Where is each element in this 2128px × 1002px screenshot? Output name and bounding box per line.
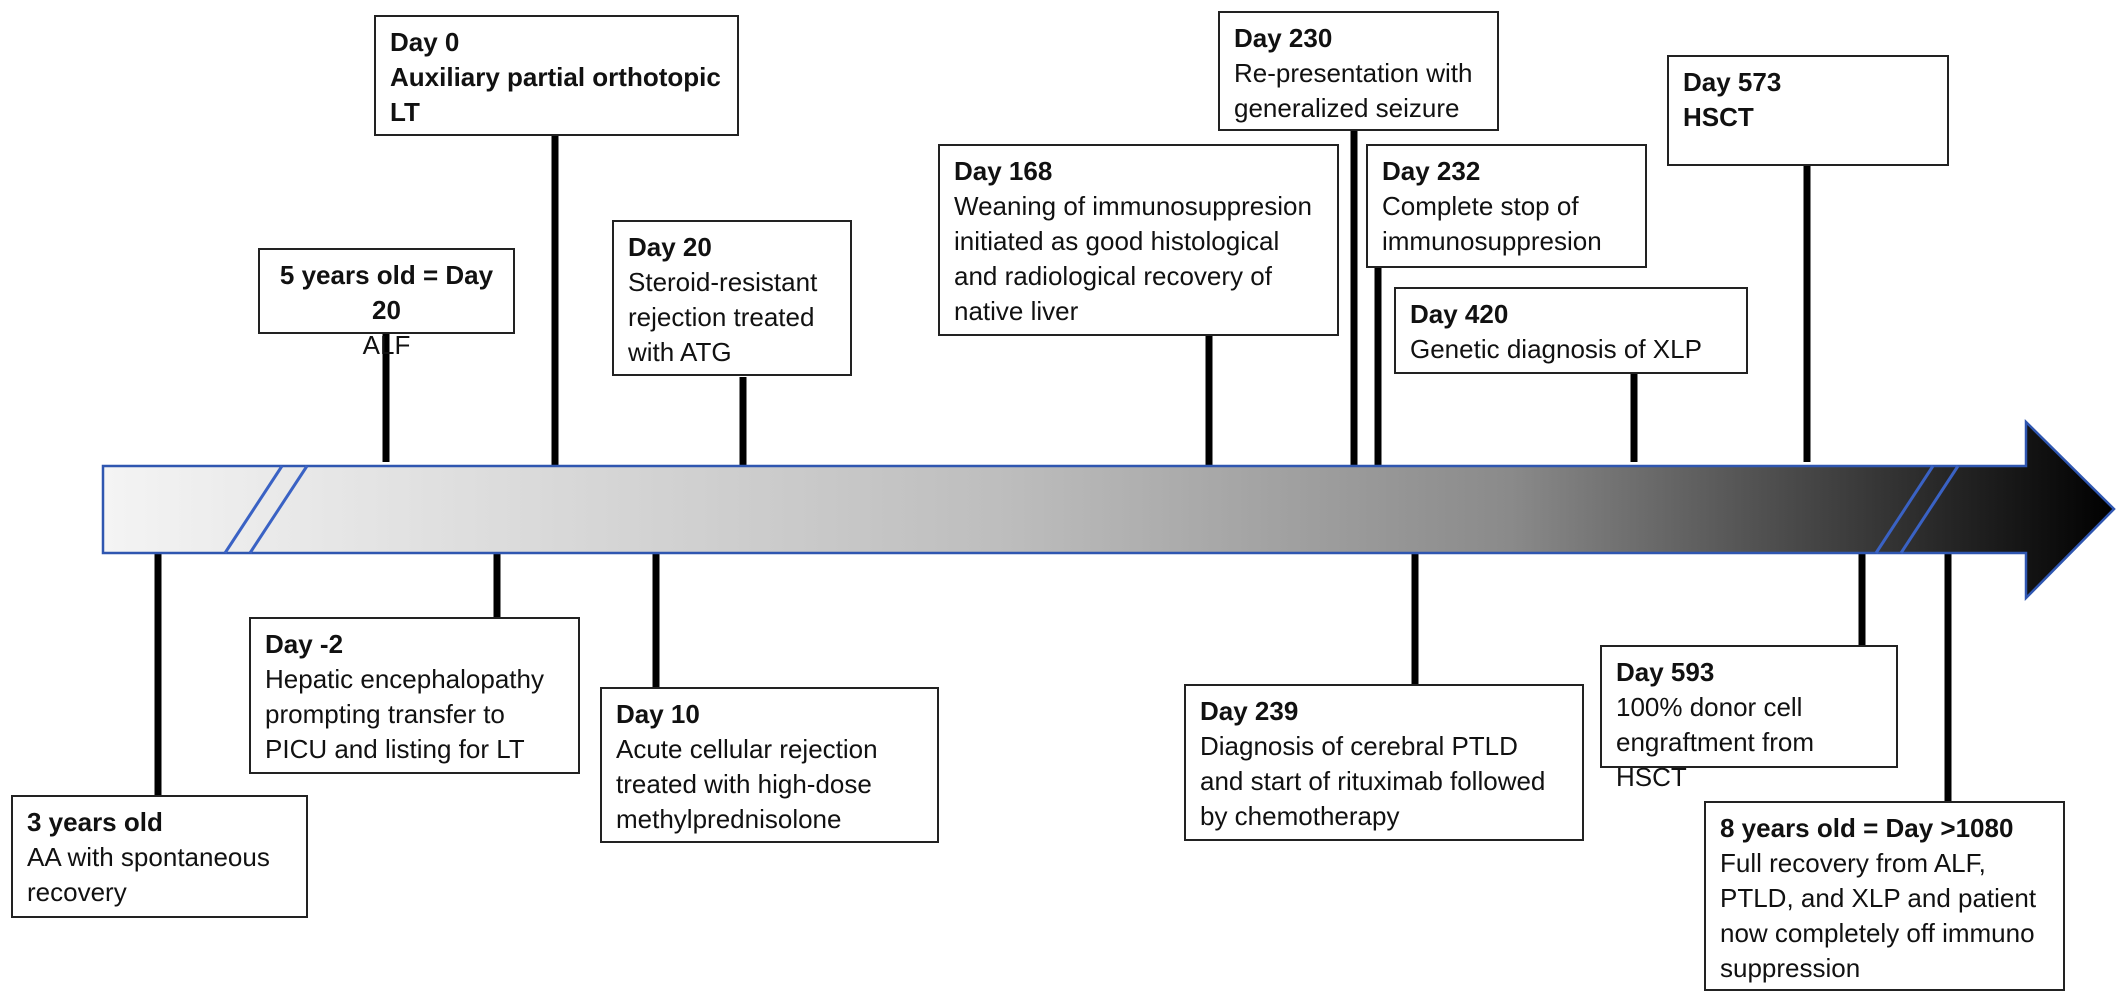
break-mark-left-1 bbox=[223, 465, 284, 554]
event-description: Complete stop of immunosuppresion bbox=[1382, 191, 1602, 256]
event-box-day230: Day 230 Re-presentation with generalized… bbox=[1218, 11, 1499, 131]
event-title: 5 years old = Day 20 bbox=[279, 260, 494, 325]
event-description: Diagnosis of cerebral PTLD and start of … bbox=[1200, 731, 1546, 831]
event-description: Re-presentation with generalized seizure bbox=[1234, 58, 1473, 123]
event-description: Weaning of immunosuppresion initiated as… bbox=[954, 191, 1312, 326]
event-title: Day 10 bbox=[616, 699, 700, 729]
event-title: Day 168 bbox=[954, 156, 1053, 186]
event-box-age8: 8 years old = Day >1080 Full recovery fr… bbox=[1704, 801, 2065, 991]
timeline-arrow bbox=[101, 419, 2116, 602]
event-title: Day -2 bbox=[265, 629, 344, 659]
event-description: ALF bbox=[362, 330, 411, 360]
break-mark-right-1 bbox=[1874, 465, 1935, 554]
event-title: Day 0 bbox=[390, 27, 460, 57]
event-description: AA with spontaneous recovery bbox=[27, 842, 270, 907]
connectors bbox=[154, 130, 1952, 802]
event-title: 3 years old bbox=[27, 807, 163, 837]
event-box-age3: 3 years old AA with spontaneous recovery bbox=[11, 795, 308, 918]
event-title-line2: HSCT bbox=[1683, 102, 1754, 132]
event-title: 8 years old = Day >1080 bbox=[1720, 813, 2014, 843]
event-title: Day 593 bbox=[1616, 657, 1715, 687]
break-mark-right-2 bbox=[1899, 465, 1960, 554]
event-box-day573: Day 573 HSCT bbox=[1667, 55, 1949, 166]
event-title: Day 239 bbox=[1200, 696, 1299, 726]
event-box-day593: Day 593 100% donor cell engraftment from… bbox=[1600, 645, 1898, 792]
event-description: 100% donor cell engraftment from HSCT bbox=[1616, 692, 1814, 792]
event-description: Hepatic encephalopathy prompting transfe… bbox=[265, 664, 544, 764]
event-description: Genetic diagnosis of XLP bbox=[1410, 334, 1702, 364]
event-box-day420: Day 420 Genetic diagnosis of XLP bbox=[1394, 287, 1748, 374]
event-box-day0: Day 0 Auxiliary partial orthotopic LT bbox=[374, 15, 739, 136]
break-mark-left-2 bbox=[248, 465, 309, 554]
event-description: Steroid-resistant rejection treated with… bbox=[628, 267, 818, 367]
event-title: Day 230 bbox=[1234, 23, 1333, 53]
timeline-break-marks bbox=[223, 465, 1960, 554]
event-box-age5: 5 years old = Day 20 ALF bbox=[258, 248, 515, 360]
event-box-day168: Day 168 Weaning of immunosuppresion init… bbox=[938, 144, 1339, 336]
event-box-day239: Day 239 Diagnosis of cerebral PTLD and s… bbox=[1184, 684, 1584, 841]
event-description: Acute cellular rejection treated with hi… bbox=[616, 734, 878, 834]
event-box-day20: Day 20 Steroid-resistant rejection treat… bbox=[612, 220, 852, 376]
event-title: Day 232 bbox=[1382, 156, 1481, 186]
event-title: Day 573 bbox=[1683, 67, 1782, 97]
event-box-day232: Day 232 Complete stop of immunosuppresio… bbox=[1366, 144, 1647, 268]
event-title-line2: Auxiliary partial orthotopic LT bbox=[390, 62, 721, 127]
event-box-daym2: Day -2 Hepatic encephalopathy prompting … bbox=[249, 617, 580, 774]
event-box-day10: Day 10 Acute cellular rejection treated … bbox=[600, 687, 939, 843]
event-title: Day 420 bbox=[1410, 299, 1509, 329]
event-title: Day 20 bbox=[628, 232, 712, 262]
event-description: Full recovery from ALF, PTLD, and XLP an… bbox=[1720, 848, 2037, 983]
